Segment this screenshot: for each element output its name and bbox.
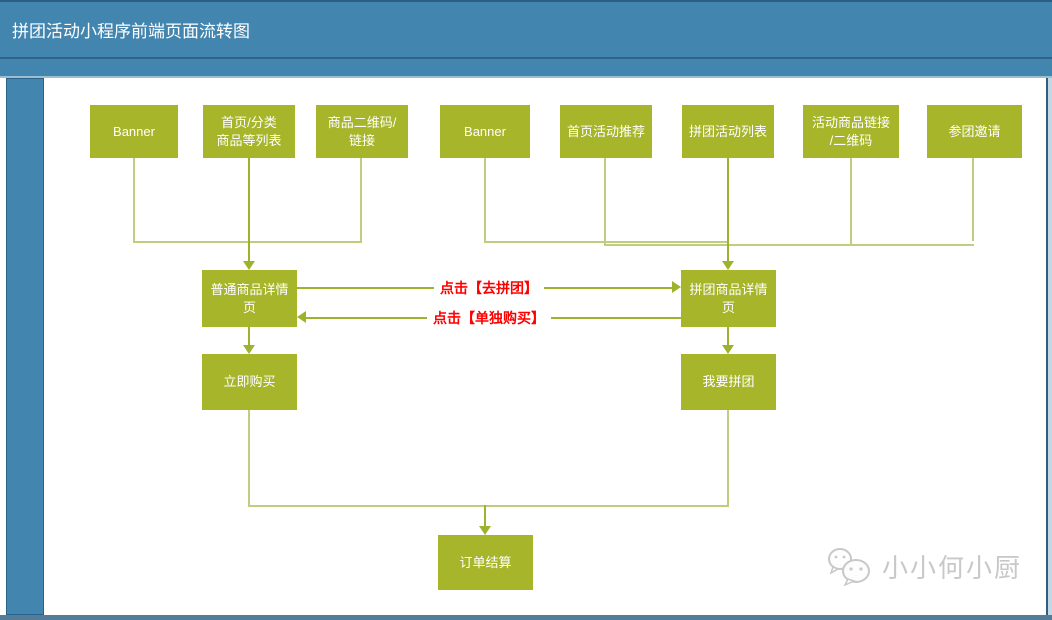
node-home-activity-recommend[interactable]: 首页活动推荐 bbox=[560, 105, 652, 158]
node-want-group[interactable]: 我要拼团 bbox=[681, 354, 776, 410]
arrowhead-down-icon bbox=[722, 345, 734, 354]
edge-buy-alone: 点击【单独购买】 bbox=[297, 310, 681, 326]
edge-go-group: 点击【去拼团】 bbox=[297, 280, 681, 296]
watermark-text: 小小何小厨 bbox=[882, 552, 1023, 583]
connector bbox=[248, 505, 729, 507]
node-join-group-invite[interactable]: 参团邀请 bbox=[927, 105, 1022, 158]
node-home-category-list[interactable]: 首页/分类 商品等列表 bbox=[203, 105, 295, 158]
toolbar-strip bbox=[0, 59, 1052, 78]
connector bbox=[248, 158, 250, 261]
arrowhead-down-icon bbox=[479, 526, 491, 535]
connector bbox=[484, 158, 486, 241]
connector bbox=[133, 158, 135, 242]
node-group-activity-list[interactable]: 拼团活动列表 bbox=[682, 105, 774, 158]
connector bbox=[727, 327, 729, 345]
arrowhead-down-icon bbox=[243, 261, 255, 270]
arrowhead-down-icon bbox=[243, 345, 255, 354]
connector bbox=[248, 410, 250, 506]
node-banner-right[interactable]: Banner bbox=[440, 105, 530, 158]
connector bbox=[972, 158, 974, 241]
connector bbox=[484, 505, 486, 526]
wechat-icon bbox=[828, 548, 870, 586]
node-group-product-detail[interactable]: 拼团商品详情 页 bbox=[681, 270, 776, 327]
connector bbox=[248, 327, 250, 345]
bottom-bar bbox=[0, 615, 1052, 620]
node-buy-now[interactable]: 立即购买 bbox=[202, 354, 297, 410]
connector bbox=[360, 158, 362, 242]
right-border bbox=[1046, 78, 1048, 615]
title-bar: 拼团活动小程序前端页面流转图 bbox=[0, 0, 1052, 59]
arrowhead-right-icon bbox=[672, 281, 681, 293]
connector bbox=[604, 158, 606, 244]
page-title: 拼团活动小程序前端页面流转图 bbox=[12, 22, 250, 41]
edge-label-buy-alone: 点击【单独购买】 bbox=[427, 310, 551, 326]
right-border-outer bbox=[1048, 78, 1052, 615]
node-order-settlement[interactable]: 订单结算 bbox=[438, 535, 533, 590]
connector bbox=[484, 241, 729, 243]
connector bbox=[727, 158, 729, 261]
node-normal-product-detail[interactable]: 普通商品详情 页 bbox=[202, 270, 297, 327]
connector bbox=[604, 244, 974, 246]
edge-label-go-group: 点击【去拼团】 bbox=[434, 280, 544, 296]
node-product-qrcode-link[interactable]: 商品二维码/ 链接 bbox=[316, 105, 408, 158]
connector bbox=[133, 241, 362, 243]
watermark: 小小何小厨 bbox=[826, 546, 1022, 586]
connector bbox=[850, 158, 852, 244]
node-banner-left[interactable]: Banner bbox=[90, 105, 178, 158]
left-margin-strip bbox=[6, 78, 44, 615]
node-activity-product-link[interactable]: 活动商品链接 /二维码 bbox=[803, 105, 899, 158]
arrowhead-left-icon bbox=[297, 311, 306, 323]
arrowhead-down-icon bbox=[722, 261, 734, 270]
connector bbox=[727, 410, 729, 506]
